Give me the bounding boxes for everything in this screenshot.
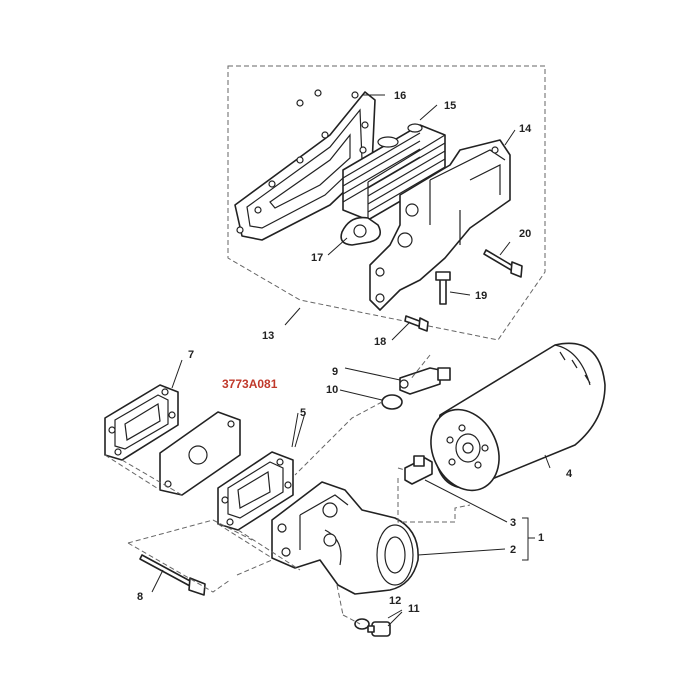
callout-14: 14 [519, 123, 532, 135]
drain-plug-11 [367, 621, 391, 637]
plate-3773A081 [159, 411, 241, 496]
leader-lines [151, 94, 551, 627]
callout-19: 19 [475, 290, 487, 302]
bolt-8 [139, 554, 206, 596]
fitting-3 [404, 455, 433, 485]
callout-13: 13 [262, 330, 274, 342]
callout-17: 17 [311, 252, 323, 264]
bolt-18 [404, 315, 429, 332]
callout-8: 8 [137, 591, 143, 603]
oil-cooler-housing-14 [369, 139, 511, 311]
callout-15: 15 [444, 100, 456, 112]
gasket-5 [217, 451, 294, 531]
callout-2: 2 [510, 544, 516, 556]
oil-cooler-15 [342, 123, 446, 221]
callout-12: 12 [389, 595, 401, 607]
o-ring-10 [381, 394, 403, 410]
callout-7: 7 [188, 349, 194, 361]
callout-16: 16 [394, 90, 406, 102]
callout-18: 18 [374, 336, 386, 348]
callout-3: 3 [510, 517, 516, 529]
seal-ring-12 [354, 618, 370, 630]
assembly-13-boundary [227, 65, 546, 341]
callout-11: 11 [408, 603, 420, 615]
alignment-lines [104, 354, 471, 625]
bolt-19 [435, 271, 451, 305]
callout-3773A081: 3773A081 [222, 377, 278, 391]
callout-9: 9 [332, 366, 338, 378]
sensor-9 [399, 367, 451, 395]
callout-5: 5 [300, 407, 306, 419]
callout-20: 20 [519, 228, 531, 240]
gasket-17 [340, 216, 381, 246]
oil-filter-4 [430, 342, 606, 492]
bolt-20 [483, 249, 523, 278]
oil-filter-head-2 [271, 481, 419, 595]
callout-bracket [522, 517, 535, 561]
callout-1: 1 [538, 532, 544, 544]
callout-10: 10 [326, 384, 338, 396]
callout-4: 4 [566, 468, 573, 480]
